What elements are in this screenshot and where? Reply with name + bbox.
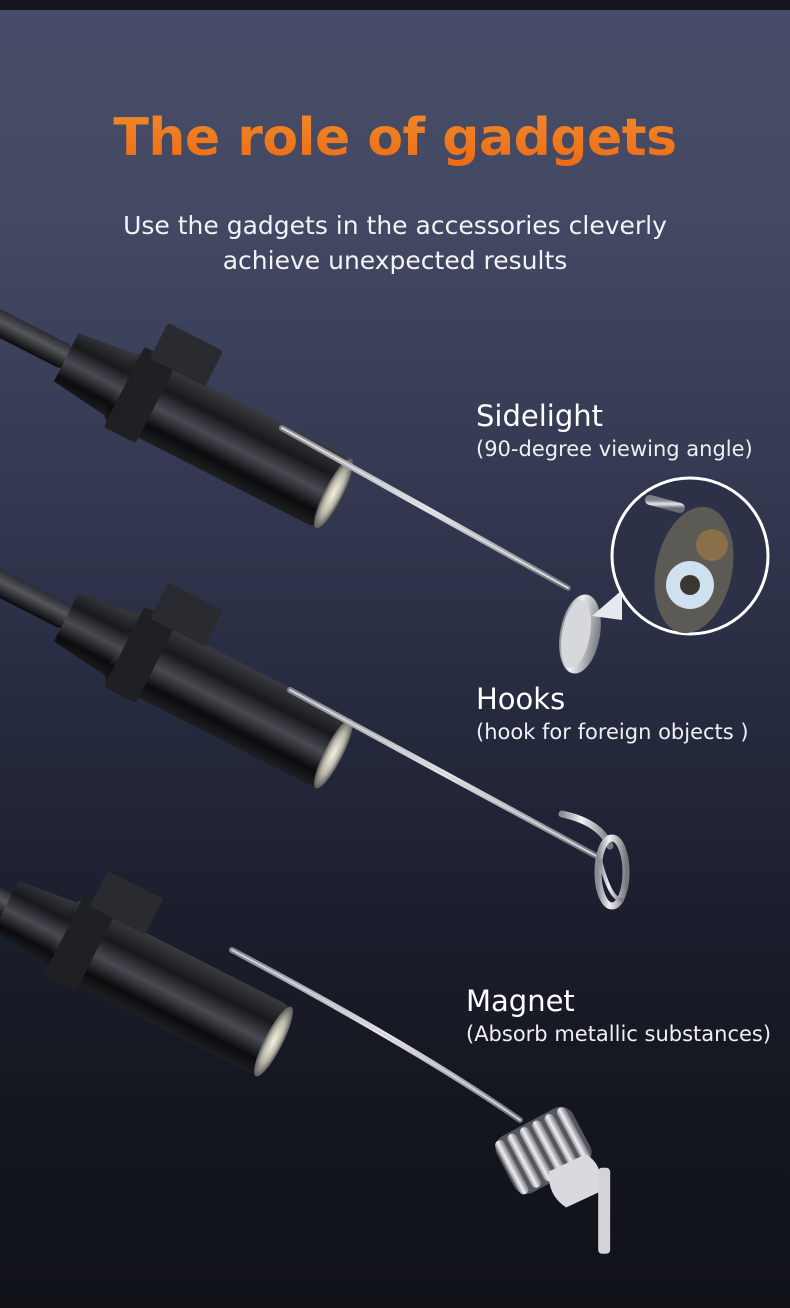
page-title: The role of gadgets xyxy=(0,108,790,168)
subtitle-line-1: Use the gadgets in the accessories cleve… xyxy=(123,211,667,240)
gadget-label-sidelight: Sidelight (90-degree viewing angle) xyxy=(476,398,753,464)
magnet-icon xyxy=(495,1106,611,1254)
camera-probe-3 xyxy=(0,844,293,1077)
gadget-name: Magnet xyxy=(466,984,575,1018)
page-subtitle: Use the gadgets in the accessories cleve… xyxy=(0,208,790,278)
gadget-description: (hook for foreign objects ) xyxy=(476,720,749,744)
gadget-label-magnet: Magnet (Absorb metallic substances) xyxy=(466,983,771,1049)
mirror-zoom-callout xyxy=(592,476,770,654)
top-band xyxy=(0,0,790,10)
gadget-description: (Absorb metallic substances) xyxy=(466,1022,772,1046)
camera-probe-2 xyxy=(0,556,353,789)
gadget-name: Hooks xyxy=(476,682,566,716)
subtitle-line-2: achieve unexpected results xyxy=(222,246,568,275)
gadget-description: (90-degree viewing angle) xyxy=(476,437,753,461)
hook-icon xyxy=(558,810,630,910)
gadget-name: Sidelight xyxy=(476,399,603,433)
camera-probe-1 xyxy=(0,296,353,529)
key-icon xyxy=(548,1154,611,1254)
mirror-icon xyxy=(559,594,601,674)
gadget-label-hooks: Hooks (hook for foreign objects ) xyxy=(476,681,749,747)
